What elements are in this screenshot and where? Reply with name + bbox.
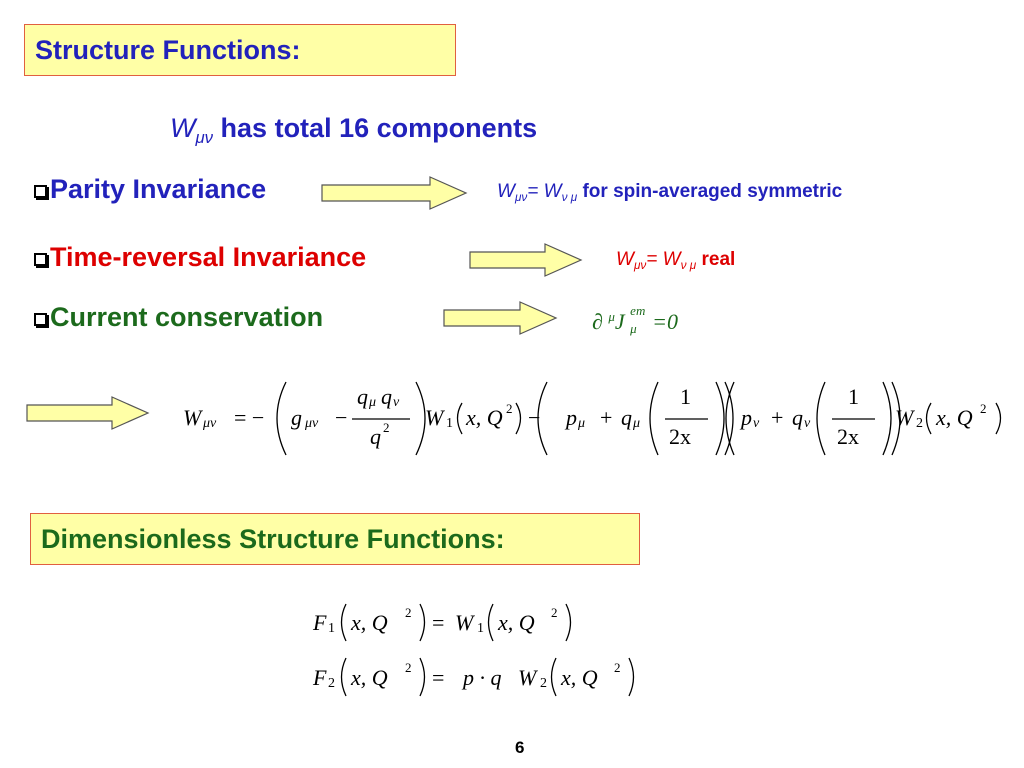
current-mu: μ [630,321,637,336]
headline-text: has total 16 components [220,113,538,143]
headline-symbol-sub: μν [195,127,214,147]
F1: F [313,610,327,635]
eq-q-nu-sub: ν [393,395,400,410]
checkbox-bullet-icon [34,185,47,198]
eq-q-mu: q [357,384,368,409]
eq-p-nu-sub: ν [753,416,760,431]
slide-title: Structure Functions: [35,34,301,65]
checkbox-bullet-icon [34,313,47,326]
F2-args: x, Q [351,665,388,690]
eq-frac2-den: 2x [837,424,859,449]
eq-W1-sub: 1 [446,416,453,431]
current-eq-zero: =0 [652,309,679,334]
eq-p-mu: p [566,405,577,430]
arrow-right-icon [469,243,583,277]
arrow-right-icon [26,396,150,430]
parity-note-mid: = W [527,181,562,202]
parity-note-tail: for spin-averaged symmetric [577,181,843,202]
eq-W: W [183,405,202,430]
F1-args: x, Q [351,610,388,635]
eq-q-nu: q [381,384,392,409]
eq-q-mu-sub: μ [369,395,377,410]
page-number: 6 [515,738,525,757]
dimensionless-title: Dimensionless Structure Functions: [41,523,505,554]
eq-q-denom-sq: 2 [383,420,390,435]
F2-W: W [518,665,537,690]
eq-W2-args: x, Q [936,405,973,430]
eq-plus2: + [771,405,784,430]
F1-W-args-sq: 2 [551,605,558,620]
F2-sub: 2 [328,676,335,691]
parity-note: Wμν= Wν μ for spin-averaged symmetric [497,181,842,204]
F1-W-args: x, Q [498,610,535,635]
current-em: em [630,303,646,318]
partial-symbol: ∂ [592,309,603,334]
parity-note-sub1: μν [514,191,528,205]
checkbox-bullet-icon [34,253,47,266]
eq-p-mu-sub: μ [578,416,586,431]
parity-note-sub2: ν μ [561,191,578,205]
bullet-parity: Parity Invariance [34,174,266,205]
F2-W-sub: 2 [540,676,547,691]
eq-g: g [291,405,302,430]
eq-q-mu2: q [621,405,632,430]
eq-W2: W [895,405,914,430]
tr-note-sub1: μν [633,259,647,273]
eq-equals: = − [234,405,265,430]
partial-mu: μ [608,309,615,324]
F2-pq: p · q [463,665,502,690]
arrow-right-icon [443,301,558,335]
headline: Wμν has total 16 components [170,113,537,148]
time-reversal-note: Wμν= Wν μ real [616,249,735,272]
eq-frac1-num: 1 [680,384,691,409]
F2-args-sq: 2 [405,660,412,675]
eq-frac1-den: 2x [669,424,691,449]
F1-args-sq: 2 [405,605,412,620]
eq-plus1: + [600,405,613,430]
eq-q-mu2-sub: μ [633,416,641,431]
eq-g-sub: μν [305,416,319,431]
tr-note-mid: = W [646,249,681,270]
F2: F [313,665,327,690]
bullet-time-reversal-label: Time-reversal Invariance [50,242,367,272]
eq-W2-sub: 2 [916,416,923,431]
F1-W: W [455,610,474,635]
eq-W1-args: x, Q [466,405,503,430]
arrow-right-icon [321,176,468,210]
bullet-current-conservation: Current conservation [34,302,323,333]
eq-W1-args-sq: 2 [506,401,513,416]
current-J: J [614,309,625,334]
eq-q-nu2-sub: ν [804,416,811,431]
eq-p-nu: p [741,405,752,430]
title-box: Structure Functions: [24,24,456,76]
tr-note-tail: real [696,249,736,270]
dimensionless-title-box: Dimensionless Structure Functions: [30,513,640,565]
F1-eq: = [432,610,445,635]
bullet-current-conservation-label: Current conservation [50,302,324,332]
eq-minus2: − [528,405,541,430]
eq-frac2-num: 1 [848,384,859,409]
F2-W-args-sq: 2 [614,660,621,675]
eq-minus1: − [335,405,348,430]
eq-q-nu2: q [792,405,803,430]
eq-W2-args-sq: 2 [980,401,987,416]
headline-symbol: W [170,113,196,143]
F1-sub: 1 [328,621,335,636]
F1-W-sub: 1 [477,621,484,636]
F2-W-args: x, Q [561,665,598,690]
tr-note-sub2: ν μ [680,259,697,273]
eq-W-sub: μν [203,416,217,431]
bullet-time-reversal: Time-reversal Invariance [34,242,366,273]
eq-W1: W [425,405,444,430]
bullet-parity-label: Parity Invariance [50,174,267,204]
eq-q-denom: q [370,424,381,449]
current-conservation-equation: ∂ μJ em μ =0 [592,303,679,336]
F2-eq: = [432,665,445,690]
parity-note-w: W [497,181,515,202]
tr-note-w: W [616,249,634,270]
